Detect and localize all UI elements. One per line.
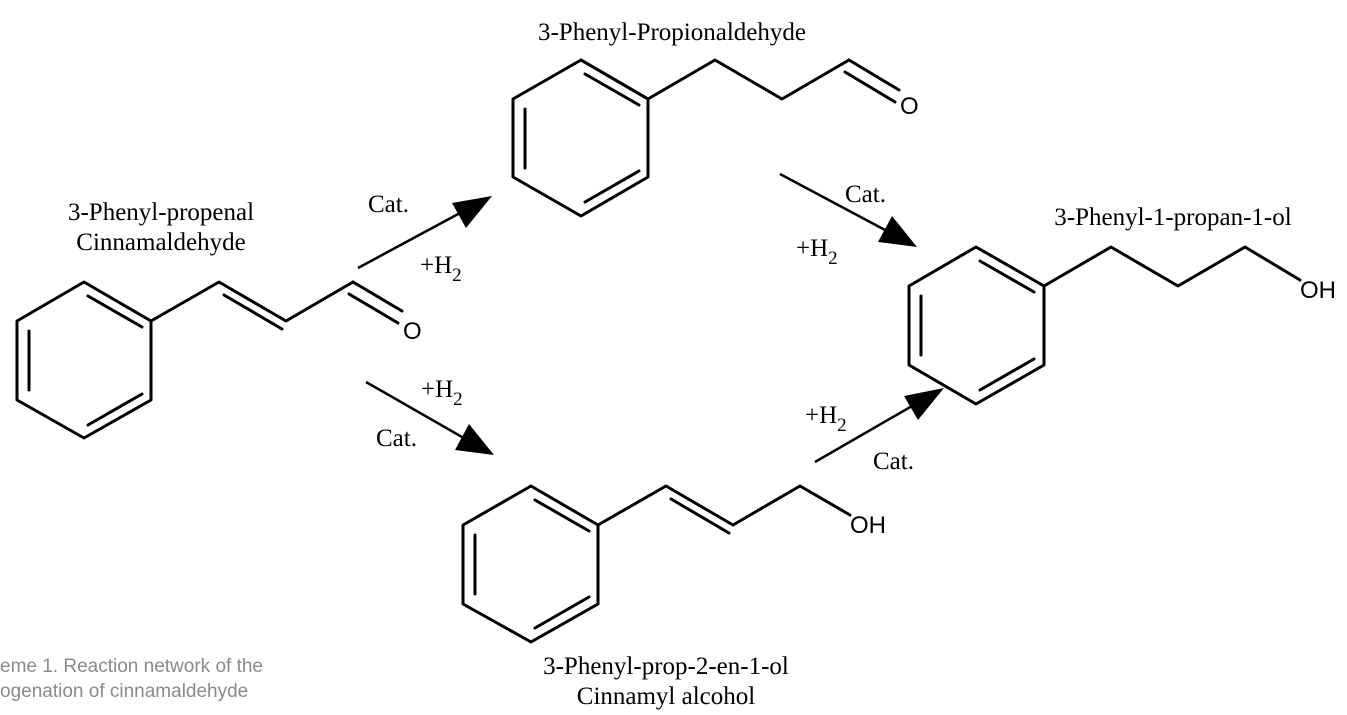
scheme-caption-line-2: ogenation of cinnamaldehyde: [0, 681, 248, 702]
propionaldehyde-oxygen-label: O: [900, 93, 919, 120]
reaction-3-hydrogen-label: +H2: [421, 376, 463, 410]
cinnamyl-alcohol-benzene-ring: [461, 484, 600, 644]
reaction-4-hydrogen-label: +H2: [805, 402, 847, 436]
arrow-cinnamaldehyde-to-propionaldehyde: [357, 196, 492, 270]
cinnamyl-alcohol-side-chain: [596, 484, 852, 535]
propanol-name: 3-Phenyl-1-propan-1-ol: [1054, 204, 1291, 231]
propanol-benzene-ring: [907, 245, 1046, 406]
reaction-2-hydrogen-label: +H2: [796, 235, 838, 269]
cinnamyl-alcohol-common-name: Cinnamyl alcohol: [577, 683, 755, 710]
arrow-cinnamaldehyde-to-cinnamyl-alcohol: [365, 380, 494, 455]
reaction-4-catalyst-label: Cat.: [873, 448, 914, 475]
propanol-hydroxyl-label: OH: [1300, 277, 1336, 304]
cinnamaldehyde-common-name: Cinnamaldehyde: [76, 229, 245, 256]
propanol-side-chain: [1042, 245, 1302, 288]
cinnamaldehyde-iupac-name: 3-Phenyl-propenal: [68, 199, 254, 226]
reaction-2-catalyst-label: Cat.: [845, 181, 886, 208]
reaction-1-hydrogen-label: +H2: [420, 252, 462, 286]
propionaldehyde-benzene-ring: [511, 58, 650, 218]
reaction-3-catalyst-label: Cat.: [376, 425, 417, 452]
reaction-1-catalyst-label: Cat.: [368, 191, 409, 218]
propionaldehyde-name: 3-Phenyl-Propionaldehyde: [538, 19, 806, 46]
cinnamaldehyde-oxygen-label: O: [403, 318, 422, 345]
propionaldehyde-structure: O: [511, 58, 919, 218]
propionaldehyde-side-chain: [579, 58, 901, 104]
cinnamyl-alcohol-hydroxyl-label: OH: [850, 512, 886, 539]
arrow-propionaldehyde-to-propanol: [779, 172, 917, 247]
scheme-caption-line-1: eme 1. Reaction network of the: [0, 656, 263, 677]
cinnamyl-alcohol-structure: OH: [461, 484, 886, 644]
cinnamaldehyde-side-chain: [149, 280, 404, 331]
cinnamaldehyde-structure: O: [15, 280, 422, 440]
cinnamyl-alcohol-iupac-name: 3-Phenyl-prop-2-en-1-ol: [543, 653, 789, 680]
propanol-structure: OH: [907, 245, 1336, 406]
arrow-cinnamyl-alcohol-to-propanol: [814, 388, 944, 464]
cinnamaldehyde-benzene-ring: [15, 280, 153, 440]
